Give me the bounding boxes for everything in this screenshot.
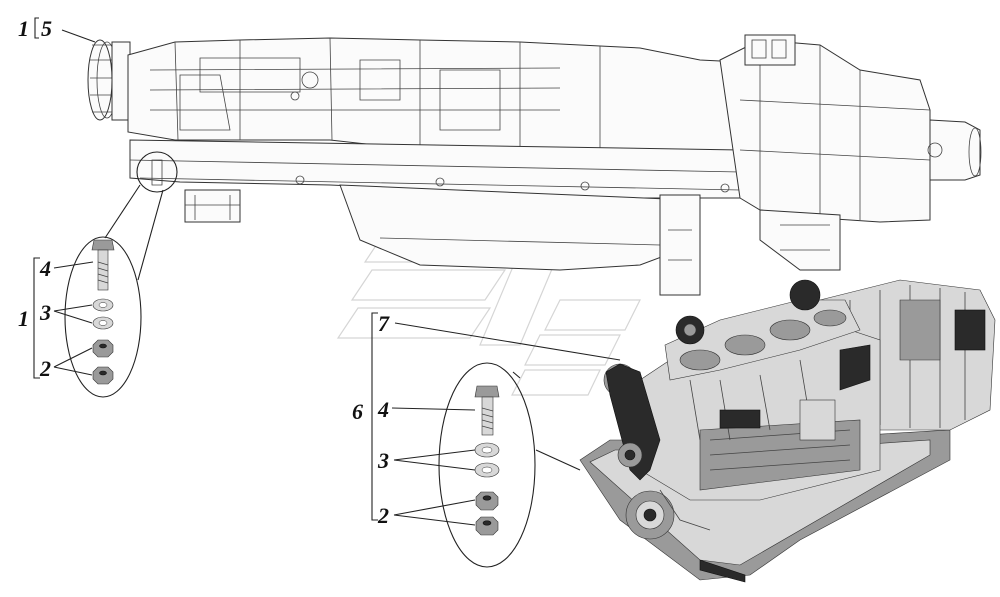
callout-left-bolt-4: 4 bbox=[39, 256, 51, 281]
oil-sump bbox=[339, 184, 691, 271]
callout-left-nuts-2: 2 bbox=[39, 356, 51, 381]
callout-top-assembly-number: 1 bbox=[18, 16, 29, 41]
leader-right-2 bbox=[393, 499, 476, 526]
right-detail-ellipse bbox=[438, 362, 536, 568]
left-fastener-group bbox=[64, 184, 164, 398]
left-detail-connector bbox=[104, 184, 164, 281]
right-detail-connector bbox=[512, 371, 581, 471]
left-detail-ellipse bbox=[64, 236, 142, 398]
callout-left-washers-3: 3 bbox=[39, 300, 51, 325]
left-nut-icon bbox=[92, 366, 114, 385]
right-group-bracket bbox=[371, 312, 378, 521]
right-bolt-icon bbox=[474, 385, 500, 436]
leader-left-3 bbox=[53, 304, 93, 324]
top-bracket bbox=[34, 17, 39, 39]
gearbox bbox=[719, 39, 931, 223]
leader-right-3 bbox=[393, 449, 476, 471]
leader-right-7 bbox=[394, 322, 621, 361]
callout-top-item-5: 5 bbox=[41, 16, 52, 41]
leader-right-4 bbox=[391, 407, 476, 411]
callout-left-group-1: 1 bbox=[18, 306, 29, 331]
engine-gearbox-assembly-drawing bbox=[87, 34, 982, 296]
engine-photo bbox=[579, 279, 996, 583]
leader-top-5 bbox=[61, 29, 96, 43]
crankshaft-pulley bbox=[87, 39, 131, 121]
callout-right-group-6: 6 bbox=[352, 399, 363, 424]
right-nut-icon bbox=[475, 516, 499, 536]
callout-right-nuts-2: 2 bbox=[377, 503, 389, 528]
left-bolt-icon bbox=[91, 239, 115, 291]
right-nut-icon bbox=[475, 491, 499, 511]
callout-right-washers-3: 3 bbox=[377, 448, 389, 473]
right-fastener-group bbox=[438, 362, 581, 568]
left-nut-icon bbox=[92, 339, 114, 358]
left-group-bracket bbox=[33, 257, 40, 379]
callout-right-part-7: 7 bbox=[378, 311, 390, 336]
callout-right-bolt-4: 4 bbox=[377, 397, 389, 422]
leader-left-4 bbox=[53, 261, 94, 269]
leader-left-2 bbox=[53, 347, 93, 376]
mount-point-circle bbox=[136, 151, 178, 193]
